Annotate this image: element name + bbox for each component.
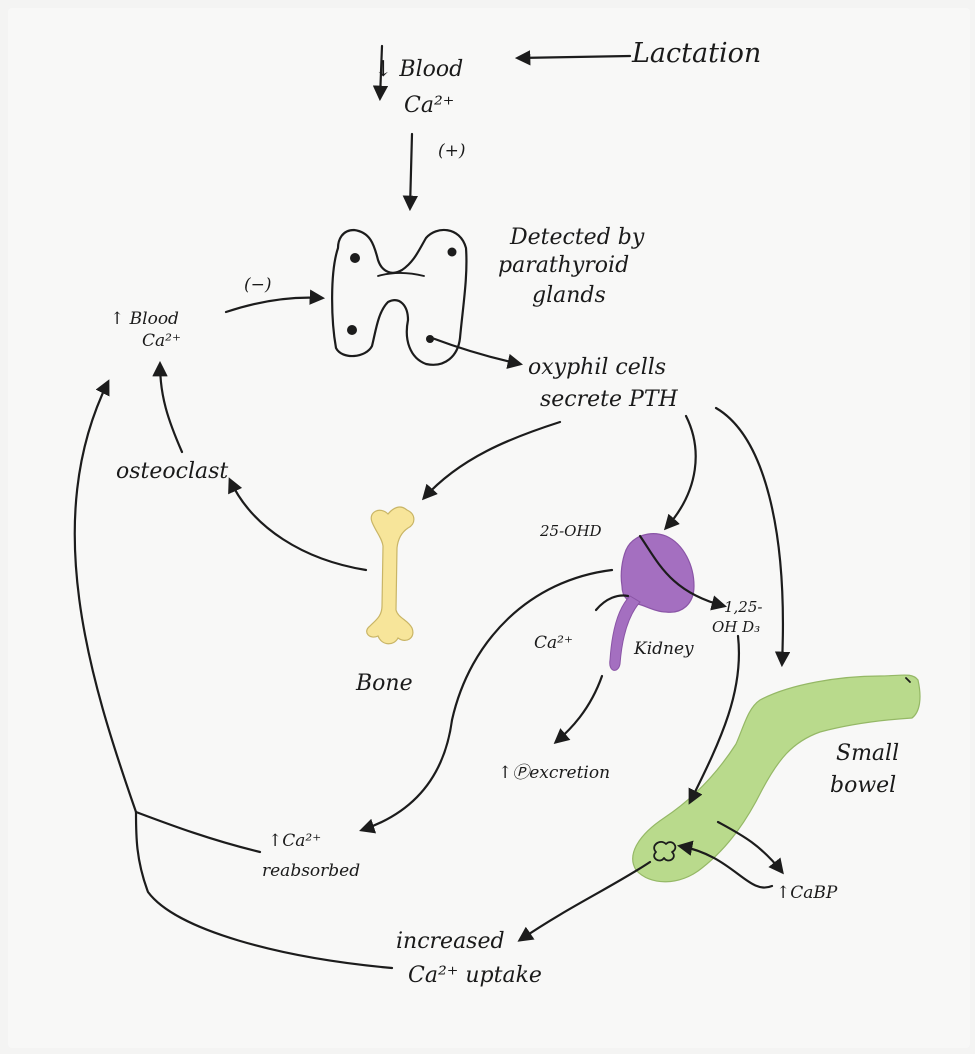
- arrow-uptake-feedback-loop: [134, 810, 394, 970]
- absorption-cell: [653, 840, 677, 862]
- label-blood-calcium-high-line2: Ca²⁺: [142, 331, 181, 351]
- label-stimulation: (+): [438, 141, 466, 161]
- arrow-reabsorption-junction: [134, 810, 262, 854]
- label-calcium-kidney: Ca²⁺: [534, 633, 573, 653]
- arrow-cell-to-uptake: [517, 860, 652, 942]
- arrow-bone-to-osteoclast: [228, 477, 368, 572]
- arrow-pth-to-bone: [421, 420, 562, 501]
- label-calcium-reabsorbed-line1: ↑Ca²⁺: [268, 831, 321, 851]
- label-blood-calcium-high-line1: ↑ Blood: [110, 309, 179, 329]
- arrow-pth-to-bowel: [714, 406, 791, 668]
- label-secrete-pth: secrete PTH: [540, 387, 678, 412]
- label-detected-by: Detected by: [509, 225, 645, 250]
- label-cabp: ↑CaBP: [776, 883, 838, 903]
- arrow-lactation-to-blood: [514, 50, 632, 66]
- bone-drawing: [366, 506, 415, 645]
- arrow-cabp-to-cell: [676, 840, 774, 889]
- label-blood-calcium-low-line1: ↓ Blood: [374, 57, 463, 82]
- arrow-high-calcium-to-parathyroid: [224, 289, 326, 314]
- arrow-parathyroid-to-oxyphil: [430, 336, 524, 369]
- label-lactation: Lactation: [631, 38, 761, 69]
- label-calcium-reabsorbed-line2: reabsorbed: [262, 861, 360, 881]
- label-osteoclast: osteoclast: [116, 459, 228, 484]
- arrow-kidney-to-reabsorption: [359, 568, 614, 834]
- label-increased: increased: [396, 929, 505, 954]
- parathyroid-glands-drawing: [331, 228, 468, 366]
- label-inhibition: (−): [244, 275, 272, 295]
- arrow-kidney-to-phosphate: [553, 674, 604, 745]
- arrow-low-calcium-indicator: [372, 44, 389, 102]
- arrow-calcium-into-kidney: [594, 594, 630, 612]
- label-bone: Bone: [355, 671, 413, 696]
- arrow-vitamin-d-to-bowel: [688, 634, 741, 805]
- label-1-25-oh-d3-line1: 1,25-: [724, 598, 762, 616]
- arrows: [73, 44, 791, 970]
- label-parathyroid: parathyroid: [498, 253, 629, 278]
- label-1-25-oh-d3-line2: OH D₃: [712, 618, 760, 636]
- label-blood-calcium-low-line2: Ca²⁺: [404, 93, 454, 118]
- label-25-oh-d: 25-OHD: [539, 522, 602, 540]
- label-small: Small: [836, 741, 899, 766]
- label-bowel: bowel: [830, 773, 896, 798]
- label-phosphate-excretion: ↑Ⓟexcretion: [498, 763, 610, 783]
- bone-shape: [366, 506, 415, 645]
- arrow-oh-d-conversion: [638, 534, 727, 611]
- label-oxyphil-cells: oxyphil cells: [528, 355, 666, 380]
- label-kidney: Kidney: [633, 639, 694, 659]
- arrow-loop-to-blood: [73, 379, 138, 814]
- label-glands: glands: [532, 283, 606, 308]
- kidney-drawing: [609, 533, 695, 671]
- ureter-shape: [609, 595, 641, 671]
- small-bowel-shape: [632, 674, 921, 883]
- arrow-osteoclast-to-blood: [152, 360, 184, 454]
- labels: Lactation ↓ Blood Ca²⁺ (+) Detected by p…: [110, 38, 899, 988]
- label-calcium-uptake: Ca²⁺ uptake: [408, 963, 542, 988]
- kidney-shape: [620, 533, 695, 613]
- arrow-bowel-to-cabp: [716, 820, 784, 875]
- arrow-blood-to-parathyroid: [402, 132, 419, 212]
- arrow-pth-to-kidney: [663, 414, 697, 531]
- small-bowel-drawing: [632, 674, 921, 883]
